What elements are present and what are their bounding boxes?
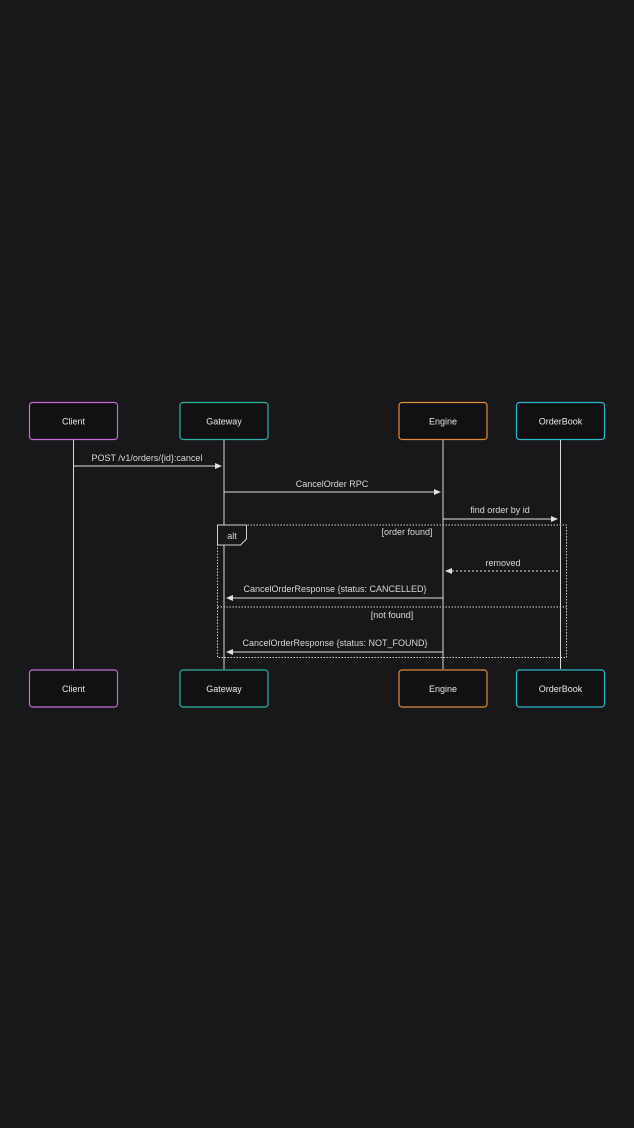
participant-label: OrderBook: [539, 417, 583, 427]
message-label: POST /v1/orders/{id}:cancel: [92, 453, 203, 463]
participant-label: Gateway: [206, 684, 242, 694]
participant-engine-bottom: Engine: [398, 669, 488, 708]
participant-gateway-top: Gateway: [179, 401, 269, 441]
participant-label: Client: [62, 684, 86, 694]
participant-orderbook-top: OrderBook: [515, 401, 606, 441]
participant-client-top: Client: [28, 401, 119, 441]
message-find-order: find order by id: [443, 505, 558, 522]
message-removed: removed: [445, 558, 561, 574]
participant-label: Engine: [429, 684, 457, 694]
message-label: CancelOrderResponse {status: NOT_FOUND}: [242, 638, 427, 648]
message-label: removed: [485, 558, 520, 568]
participant-engine-top: Engine: [398, 401, 488, 441]
message-label: CancelOrderResponse {status: CANCELLED}: [243, 584, 426, 594]
fragment-guard-not-found: [not found]: [371, 610, 414, 620]
participant-label: Client: [62, 417, 86, 427]
participant-client-bottom: Client: [28, 669, 119, 708]
participant-orderbook-bottom: OrderBook: [515, 669, 606, 708]
message-label: find order by id: [470, 505, 530, 515]
arrowhead-left-icon: [226, 595, 233, 601]
arrowhead-right-icon: [215, 463, 222, 469]
message-post-cancel: POST /v1/orders/{id}:cancel: [73, 453, 222, 469]
arrowhead-left-icon: [226, 649, 233, 655]
participant-label: Gateway: [206, 417, 242, 427]
message-response-cancelled: CancelOrderResponse {status: CANCELLED}: [226, 584, 443, 601]
arrowhead-left-icon: [445, 568, 452, 574]
arrowhead-right-icon: [551, 516, 558, 522]
alt-fragment: alt [order found] [not found]: [217, 524, 567, 658]
participant-label: Engine: [429, 417, 457, 427]
fragment-operator: alt: [227, 531, 237, 541]
message-cancel-order-rpc: CancelOrder RPC: [224, 479, 441, 495]
fragment-guard-found: [order found]: [381, 527, 432, 537]
participant-label: OrderBook: [539, 684, 583, 694]
message-label: CancelOrder RPC: [296, 479, 369, 489]
participant-gateway-bottom: Gateway: [179, 669, 269, 708]
arrowhead-right-icon: [434, 489, 441, 495]
message-response-not-found: CancelOrderResponse {status: NOT_FOUND}: [226, 638, 443, 655]
